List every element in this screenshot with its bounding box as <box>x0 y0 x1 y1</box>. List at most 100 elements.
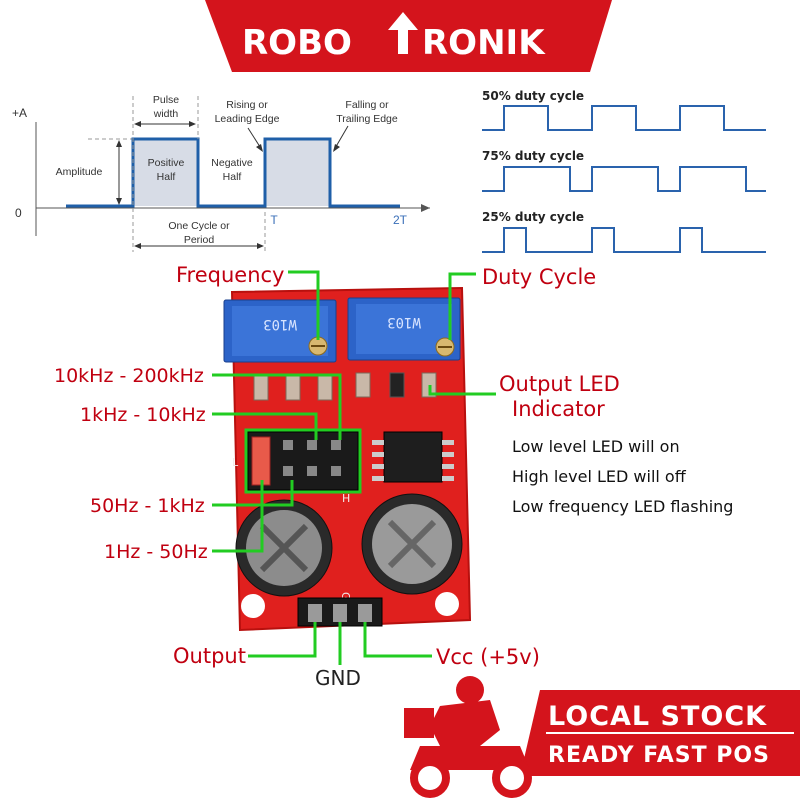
period-label-2: Period <box>184 234 215 246</box>
duty-cycle-diagrams: 50% duty cycle 75% duty cycle 25% duty c… <box>482 89 766 253</box>
negative-half-label-2: Half <box>223 171 242 183</box>
header-pin <box>331 440 341 450</box>
arrow-left-icon <box>134 121 141 127</box>
led-info-list: Low level LED will on High level LED wil… <box>512 437 733 516</box>
callout-range-4 <box>212 480 264 553</box>
label-duty-cycle: Duty Cycle <box>482 265 596 289</box>
period-label-1: One Cycle or <box>168 220 230 232</box>
resistor-r1 <box>355 372 371 398</box>
jumper-cap <box>251 436 271 486</box>
arrow-pointer-icon <box>333 144 340 152</box>
axis-zero-label: 0 <box>15 206 22 220</box>
label-output: Output <box>173 644 246 668</box>
resistor-r2 <box>389 372 405 398</box>
pin-gnd[interactable] <box>333 604 347 622</box>
arrow-left-icon <box>134 243 141 249</box>
pcb-board: W103 W103 <box>223 286 472 632</box>
smd-capacitors <box>253 372 437 401</box>
duty-pot-marking: W103 <box>387 314 421 330</box>
second-pulse-fill <box>265 139 330 206</box>
tick-t: T <box>270 213 278 227</box>
pulse-width-label-2: width <box>153 108 179 120</box>
callout-duty-cycle <box>448 272 476 340</box>
pulse-waveform-diagram: +A 0 Pulse width Rising or Leading Edge … <box>12 94 430 252</box>
rising-edge-label-1: Rising or <box>226 99 268 111</box>
negative-half-label-1: Negative <box>211 157 253 169</box>
brand-name-left: ROBO <box>242 23 352 63</box>
positive-half-label-1: Positive <box>148 157 185 169</box>
mounting-hole-left <box>241 594 265 618</box>
frequency-potentiometer[interactable]: W103 <box>223 299 337 363</box>
label-vcc: Vcc (+5v) <box>436 645 540 669</box>
pin-output[interactable] <box>308 604 322 622</box>
capacitor-c3 <box>317 375 333 401</box>
label-range-4: 1Hz - 50Hz <box>104 541 208 563</box>
badge-line-2: READY FAST POS <box>548 743 770 768</box>
label-range-3: 50Hz - 1kHz <box>90 495 205 517</box>
falling-edge-label-2: Trailing Edge <box>336 113 398 125</box>
brand-banner: ROBO RONIK <box>205 0 612 72</box>
chip-pin <box>372 476 384 481</box>
badge-line-1: LOCAL STOCK <box>548 701 767 732</box>
pin-vcc[interactable] <box>358 604 372 622</box>
tick-2t: 2T <box>393 213 408 227</box>
callout-lines <box>212 270 496 665</box>
callout-output-led <box>428 385 496 396</box>
callout-range-3 <box>212 480 294 507</box>
brand-name-right: RONIK <box>422 23 546 63</box>
arrow-up-icon <box>388 12 418 54</box>
arrow-right-icon <box>257 243 264 249</box>
positive-half-label-2: Half <box>157 171 176 183</box>
ne555-chip <box>372 431 454 483</box>
duty-wave-50 <box>482 105 766 131</box>
label-gnd: GND <box>315 666 361 690</box>
chip-pin <box>372 440 384 445</box>
header-pin <box>307 466 317 476</box>
pulse-width-label-1: Pulse <box>153 94 179 106</box>
arrow-down-icon <box>116 198 122 205</box>
arrow-right-icon <box>189 121 196 127</box>
cap-vent <box>387 519 437 569</box>
scooter-wheel-rear <box>410 758 450 798</box>
x-axis-arrow-icon <box>421 204 430 212</box>
arrow-up-icon <box>116 140 122 147</box>
silk-h: H <box>342 492 350 505</box>
local-stock-badge: LOCAL STOCK READY FAST POS <box>404 676 800 798</box>
label-range-2: 1kHz - 10kHz <box>80 404 206 426</box>
duty-label-25: 25% duty cycle <box>482 210 584 224</box>
label-range-1: 10kHz - 200kHz <box>54 365 204 387</box>
callout-output <box>248 622 317 658</box>
capacitor-c2 <box>285 375 301 401</box>
label-output-led-2: Indicator <box>512 397 605 421</box>
duty-label-50: 50% duty cycle <box>482 89 584 103</box>
header-pin <box>283 440 293 450</box>
electrolytic-capacitor-right <box>361 493 463 595</box>
callout-vcc <box>363 622 432 658</box>
silk-l: L <box>232 456 239 469</box>
chip-pin <box>442 476 454 481</box>
square-wave <box>66 137 400 208</box>
frequency-range-header[interactable] <box>244 428 362 494</box>
chip-pin <box>442 452 454 457</box>
mounting-hole-right <box>435 592 459 616</box>
duty-cycle-potentiometer[interactable]: W103 <box>347 297 461 361</box>
callout-range-2 <box>212 412 318 440</box>
output-pin-header[interactable] <box>297 597 383 627</box>
led-info-3: Low frequency LED flashing <box>512 497 733 516</box>
duty-label-75: 75% duty cycle <box>482 149 584 163</box>
chip-body <box>383 431 443 483</box>
electrolytic-capacitor-left <box>235 499 333 597</box>
chip-pin <box>442 464 454 469</box>
banner-shape <box>205 0 612 72</box>
delivery-box <box>404 708 434 738</box>
capacitor-c1 <box>253 375 269 401</box>
falling-edge-label-1: Falling or <box>345 99 389 111</box>
positive-half-fill <box>133 139 198 206</box>
arrow-pointer-icon <box>256 144 263 152</box>
chip-pin <box>372 452 384 457</box>
scooter-wheel-front <box>492 758 532 798</box>
label-frequency: Frequency <box>176 263 285 287</box>
duty-wave-25 <box>482 227 766 253</box>
